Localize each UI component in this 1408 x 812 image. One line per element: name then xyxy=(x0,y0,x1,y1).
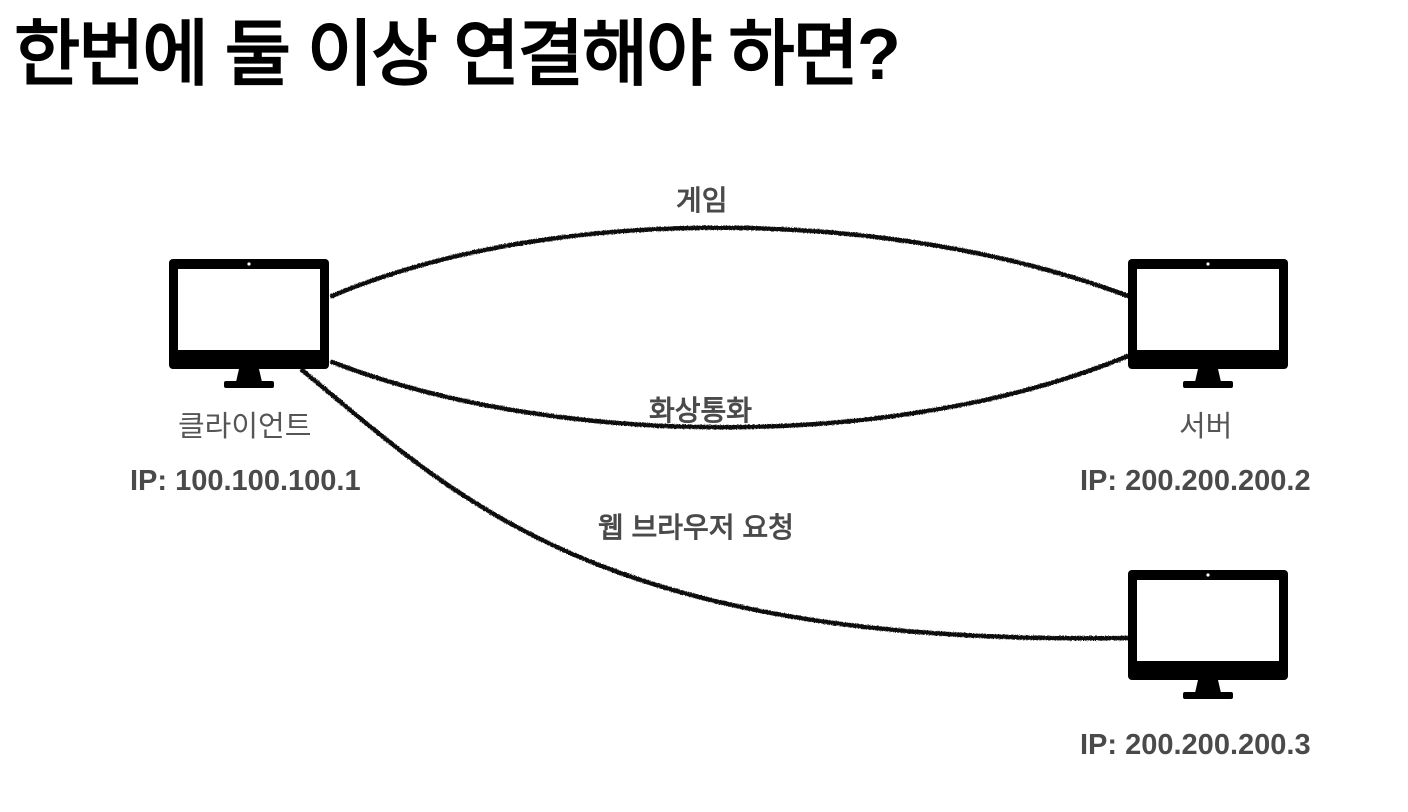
server2-monitor-icon xyxy=(1128,570,1288,699)
client-monitor-icon xyxy=(169,259,329,388)
server-monitor-icon xyxy=(1128,259,1288,388)
server-ip: IP: 200.200.200.2 xyxy=(1080,465,1311,497)
video-call-label: 화상통화 xyxy=(649,395,753,426)
client-ip: IP: 100.100.100.1 xyxy=(130,465,361,497)
web-request-label: 웹 브라우저 요청 xyxy=(598,512,794,543)
video-call-connection-line xyxy=(329,353,1131,430)
page-title: 한번에 둘 이상 연결해야 하면? xyxy=(14,15,901,95)
server2-ip: IP: 200.200.200.3 xyxy=(1080,729,1311,761)
game-connection-line xyxy=(329,225,1131,299)
web-request-connection-line xyxy=(299,367,1131,641)
server-name: 서버 xyxy=(1179,411,1233,443)
game-label: 게임 xyxy=(676,185,728,216)
client-name: 클라이언트 xyxy=(178,411,312,443)
